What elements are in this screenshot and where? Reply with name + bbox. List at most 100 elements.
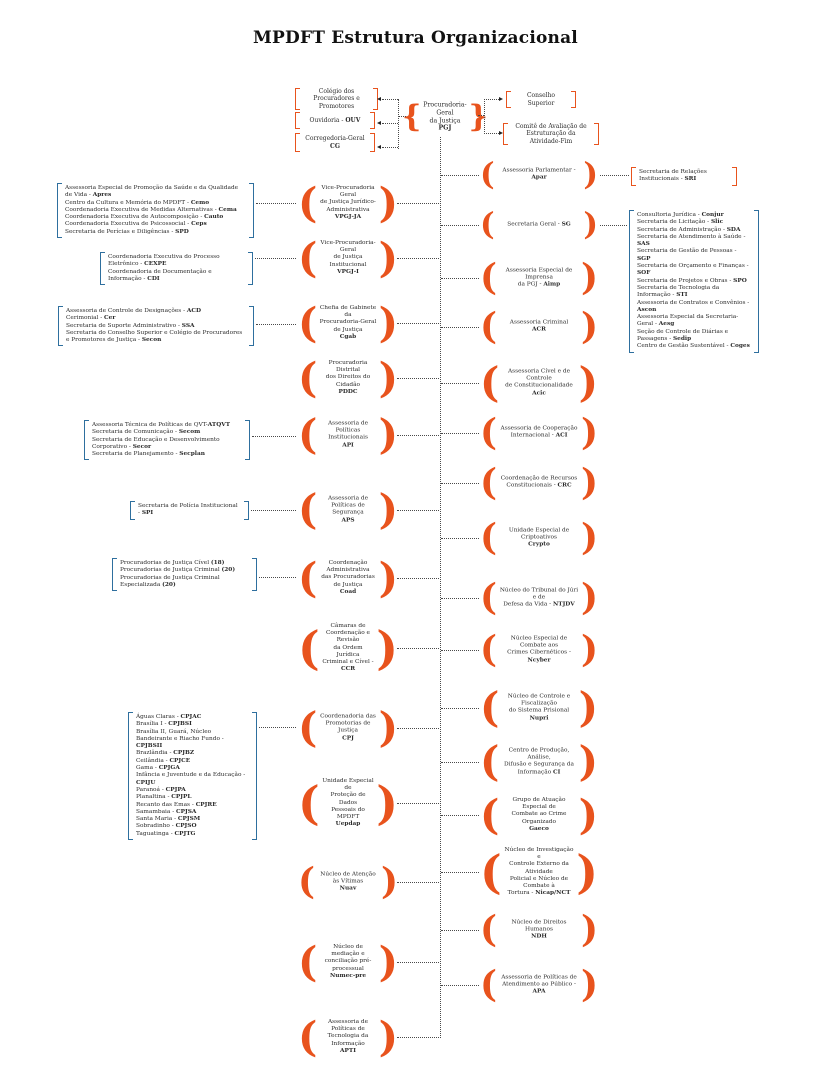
org-node-text: Unidade Especial de Criptoativos Crypto <box>497 527 581 549</box>
dotted-connector <box>441 872 479 873</box>
org-node-acronym: APTI <box>340 1047 356 1054</box>
item-acronym: SAS <box>637 241 650 248</box>
org-node-text: Assessoria de Políticas de Atendimento a… <box>497 974 581 996</box>
dotted-connector <box>441 930 479 931</box>
org-node-text: Núcleo de Direitos Humanos NDH <box>497 919 581 941</box>
org-node-text: Centro de Produção, Análise, Difusão e S… <box>499 748 578 777</box>
org-node-text: Coordenação de Recursos Constitucionais … <box>497 476 581 490</box>
org-node-cgab: (Chefia de Gabinete da Procuradoria-Gera… <box>298 302 398 343</box>
list-item: Recanto das Emas - CPJRE <box>136 802 249 809</box>
item-acronym: SSA <box>181 322 195 329</box>
org-node-label: Vice-Procuradoria Geral de Justiça Juríd… <box>320 184 376 213</box>
org-node-text: Núcleo de Atenção às Vítimas Nuav <box>315 871 381 893</box>
org-node-acronym: APS <box>341 517 355 524</box>
dotted-connector <box>441 762 479 763</box>
item-text: Secretaria de Atendimento à Saúde - <box>637 233 746 240</box>
paren-left: ( <box>480 844 502 899</box>
org-node-cpj: (Coordenadoria das Promotorias de Justiç… <box>298 707 398 748</box>
unit-box-colegio: Colégio dos Procuradores e Promotores <box>295 88 378 110</box>
item-text: Procuradorias de Justiça Cível <box>120 560 211 566</box>
org-node-text: Núcleo de mediação e conciliação pré-pro… <box>317 944 378 980</box>
org-node-text: Assessoria Parlamentar - Apar <box>495 168 584 182</box>
list-item: Santa Maria - CPJSM <box>136 816 249 823</box>
list-item: Secretaria de Polícia Institucional - SP… <box>138 503 241 518</box>
org-node-label: Assessoria de Cooperação Internacional - <box>500 425 578 439</box>
org-node-label: Coordenadoria das Promotorias de Justiça <box>320 713 376 734</box>
item-acronym: STI <box>676 292 688 299</box>
paren-left: ( <box>298 937 318 986</box>
paren-left: ( <box>480 461 498 504</box>
paren-right: ) <box>378 410 398 459</box>
item-acronym: CPJRE <box>195 801 217 808</box>
org-node-acronym: Nicap/NCT <box>535 890 571 897</box>
paren-right: ) <box>378 1012 398 1061</box>
org-node-label: Assessoria Cível e de Controle de Consti… <box>505 368 573 389</box>
dotted-connector <box>441 175 479 176</box>
item-text: Secretaria de Relações Institucionais - <box>639 169 707 183</box>
list-item: Centro da Cultura e Memória do MPDFT - C… <box>65 200 246 207</box>
list-item: Procuradorias de Justiça Criminal (20) <box>120 567 249 574</box>
org-node-text: Assessoria Cível e de Controle de Consti… <box>499 369 578 398</box>
dotted-connector <box>259 577 296 578</box>
org-node-acronym: VPGJ-I <box>337 268 359 275</box>
item-text: Secretaria de Polícia Institucional - <box>138 503 238 517</box>
dotted-connector <box>382 99 398 100</box>
list-item: Brazlândia - CPJBZ <box>136 750 249 757</box>
org-node-acronym: CPJ <box>342 735 354 742</box>
list-item: Secretaria de Educação e Desenvolvimento… <box>92 437 242 452</box>
org-node-nupri: (Núcleo de Controle e Fiscalização do Si… <box>480 683 598 732</box>
item-text: Paranoá - <box>136 786 166 793</box>
brace-left: { <box>402 99 422 134</box>
paren-left: ( <box>480 683 500 732</box>
list-item: Coordenadoria Executiva do Processo Elet… <box>108 254 245 269</box>
paren-right: ) <box>580 628 598 671</box>
dotted-connector <box>252 436 296 437</box>
item-acronym: SDA <box>726 226 741 233</box>
item-acronym: Ascon <box>637 306 657 313</box>
list-item: Brasília II, Guará, Núcleo Bandeirante e… <box>136 729 249 751</box>
org-node-label: Coordenação Administrativa das Procurado… <box>321 559 375 588</box>
dotted-connector <box>441 650 479 651</box>
list-item: Coordenadoria de Documentação e Informaç… <box>108 269 245 284</box>
list-item: Secretaria de Relações Institucionais - … <box>639 169 729 184</box>
item-acronym: Cauto <box>204 214 224 221</box>
item-acronym: CPJPA <box>165 786 186 793</box>
item-acronym: SPI <box>141 510 154 517</box>
arrowhead-icon <box>377 97 381 101</box>
unit-box-corregedoria: Corregedoria-Geral CG <box>295 133 375 152</box>
org-node-label: Assessoria de Políticas Institucionais <box>327 420 369 441</box>
org-node-api: (Assessoria de Políticas Institucionais … <box>298 410 398 459</box>
dotted-connector <box>484 99 499 100</box>
arrowhead-icon <box>499 131 503 135</box>
org-node-label: Assessoria Especial de Imprensa da PGJ - <box>505 267 573 288</box>
org-node-label: Núcleo do Tribunal do Júri e de Defesa d… <box>499 587 579 608</box>
org-node-label: Chefia de Gabinete da Procuradoria-Geral… <box>319 304 377 333</box>
item-text: Assessoria Técnica de Políticas de QVT- <box>92 422 208 428</box>
org-node-label: Núcleo de Investigação e Controle Extern… <box>504 846 574 897</box>
org-node-acronym: Crypto <box>528 541 550 548</box>
org-node-label: Assessoria Criminal <box>509 319 569 326</box>
dotted-connector <box>397 323 439 324</box>
org-node-acronym: ACR <box>532 326 546 333</box>
item-acronym: CPJSM <box>177 816 201 823</box>
dotted-connector <box>441 985 479 986</box>
item-text: Recanto das Emas - <box>136 801 196 808</box>
org-node-acronym: VPGJ-JA <box>334 213 362 220</box>
paren-left: ( <box>298 860 316 903</box>
item-text: Secretaria de Suporte Administrativo - <box>66 322 182 329</box>
org-node-text: Vice-Procuradoria Geral de Justiça Juríd… <box>317 185 378 221</box>
org-node-label: Núcleo de Direitos Humanos <box>511 919 567 933</box>
paren-right: ) <box>580 963 598 1006</box>
org-node-label: Núcleo Especial de Combate aos Crimes Ci… <box>507 635 571 656</box>
dotted-connector <box>441 327 479 328</box>
org-node-numec-pre: (Núcleo de mediação e conciliação pré-pr… <box>298 937 398 986</box>
dotted-connector <box>441 278 479 279</box>
item-acronym: Secor <box>132 443 152 450</box>
org-node-label: Unidade Especial de Proteção de Dados Pe… <box>322 777 374 820</box>
unit-list-box-3: Assessoria de Controle de Designações - … <box>58 306 254 347</box>
item-text: Coordenadoria Executiva de Autocomposiçã… <box>65 214 205 221</box>
paren-left: ( <box>298 1012 318 1061</box>
org-node-label: Coordenação de Recursos Constitucionais … <box>500 475 578 489</box>
list-item: Assessoria Especial de Promoção da Saúde… <box>65 185 246 200</box>
